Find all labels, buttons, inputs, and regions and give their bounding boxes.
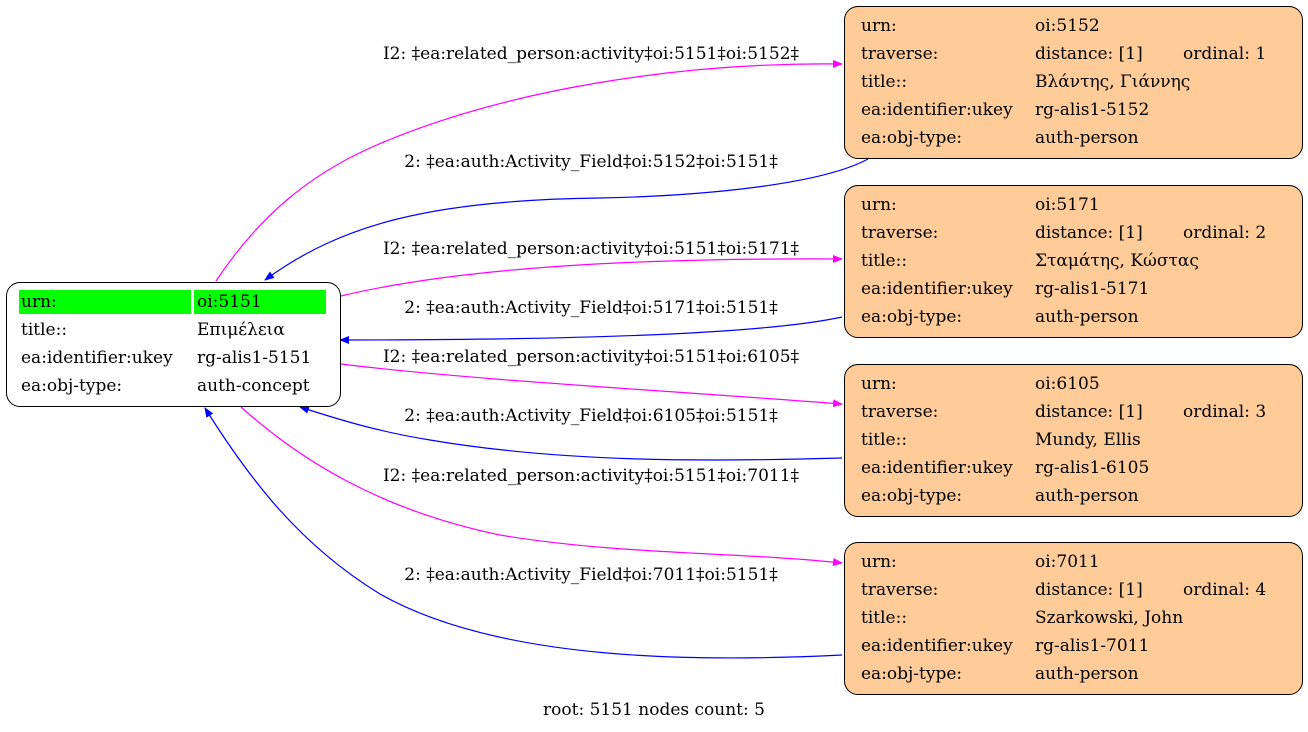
- child-ordinal: ordinal: 4: [1183, 580, 1267, 600]
- child-traverse-key: traverse:: [861, 402, 939, 422]
- child-distance: distance: [1]: [1035, 580, 1143, 600]
- root-title-value: Επιμέλεια: [197, 320, 285, 340]
- edge-out-6105: [340, 363, 843, 408]
- child-title-key: title::: [861, 72, 908, 92]
- root-ukey-key: ea:identifier:ukey: [21, 348, 173, 368]
- child-urn-value: oi:5152: [1035, 16, 1100, 36]
- child-node-6105[interactable]: urn: oi:6105 traverse: distance: [1] ord…: [844, 364, 1303, 517]
- child-ukey-key: ea:identifier:ukey: [861, 458, 1013, 478]
- child-title-value: Mundy, Ellis: [1035, 430, 1141, 450]
- child-traverse-key: traverse:: [861, 580, 939, 600]
- child-distance: distance: [1]: [1035, 402, 1143, 422]
- child-distance: distance: [1]: [1035, 223, 1143, 243]
- child-type-key: ea:obj-type:: [861, 307, 963, 327]
- child-ukey-key: ea:identifier:ukey: [861, 279, 1013, 299]
- edge-out-label-7011: I2: ‡ea:related_person:activity‡oi:5151‡…: [383, 466, 800, 486]
- edge-in-label-7011: 2: ‡ea:auth:Activity_Field‡oi:7011‡oi:51…: [404, 565, 778, 585]
- child-urn-value: oi:5171: [1035, 195, 1100, 215]
- child-urn-value: oi:6105: [1035, 374, 1100, 394]
- child-traverse-key: traverse:: [861, 44, 939, 64]
- edge-out-label-5152: I2: ‡ea:related_person:activity‡oi:5151‡…: [383, 44, 800, 64]
- edge-out-label-6105: I2: ‡ea:related_person:activity‡oi:5151‡…: [383, 347, 800, 367]
- child-ukey-value: rg-alis1-5152: [1035, 100, 1150, 120]
- graph-footer: root: 5151 nodes count: 5: [543, 700, 765, 720]
- child-urn-key: urn:: [861, 374, 897, 394]
- child-ukey-value: rg-alis1-5171: [1035, 279, 1150, 299]
- edge-out-label-5171: I2: ‡ea:related_person:activity‡oi:5151‡…: [383, 239, 800, 259]
- child-ukey-key: ea:identifier:ukey: [861, 636, 1013, 656]
- child-ukey-key: ea:identifier:ukey: [861, 100, 1013, 120]
- root-ukey-value: rg-alis1-5151: [197, 348, 312, 368]
- child-traverse-key: traverse:: [861, 223, 939, 243]
- child-title-key: title::: [861, 251, 908, 271]
- child-type-value: auth-person: [1035, 128, 1139, 148]
- edge-in-7011: [204, 407, 843, 659]
- root-urn-key-highlight: [19, 290, 191, 314]
- child-ukey-value: rg-alis1-6105: [1035, 458, 1150, 478]
- edge-in-label-6105: 2: ‡ea:auth:Activity_Field‡oi:6105‡oi:51…: [404, 406, 778, 426]
- child-ordinal: ordinal: 2: [1183, 223, 1267, 243]
- child-type-key: ea:obj-type:: [861, 486, 963, 506]
- root-title-key: title::: [21, 320, 68, 340]
- edge-in-5171: [339, 316, 843, 344]
- child-title-value: Σταμάτης, Κώστας: [1035, 251, 1199, 271]
- edge-out-5152: [215, 59, 843, 282]
- child-title-key: title::: [861, 608, 908, 628]
- child-ukey-value: rg-alis1-7011: [1035, 636, 1150, 656]
- child-ordinal: ordinal: 1: [1183, 44, 1267, 64]
- edge-in-6105: [299, 405, 843, 461]
- child-type-value: auth-person: [1035, 486, 1139, 506]
- child-urn-value: oi:7011: [1035, 552, 1100, 572]
- child-urn-key: urn:: [861, 16, 897, 36]
- root-urn-value: oi:5151: [197, 292, 262, 312]
- child-title-value: Szarkowski, John: [1035, 608, 1184, 628]
- root-urn-key: urn:: [21, 292, 57, 312]
- child-type-value: auth-person: [1035, 664, 1139, 684]
- root-node[interactable]: urn: oi:5151 title:: Επιμέλεια ea:identi…: [6, 282, 341, 407]
- child-distance: distance: [1]: [1035, 44, 1143, 64]
- child-node-5152[interactable]: urn: oi:5152 traverse: distance: [1] ord…: [844, 6, 1303, 159]
- edge-in-label-5152: 2: ‡ea:auth:Activity_Field‡oi:5152‡oi:51…: [404, 152, 778, 172]
- edge-in-label-5171: 2: ‡ea:auth:Activity_Field‡oi:5171‡oi:51…: [404, 298, 778, 318]
- edge-out-7011: [240, 406, 843, 567]
- child-urn-key: urn:: [861, 552, 897, 572]
- child-type-key: ea:obj-type:: [861, 128, 963, 148]
- child-node-5171[interactable]: urn: oi:5171 traverse: distance: [1] ord…: [844, 185, 1303, 338]
- root-type-key: ea:obj-type:: [21, 376, 123, 396]
- edge-in-5152: [264, 158, 869, 281]
- child-title-key: title::: [861, 430, 908, 450]
- root-type-value: auth-concept: [197, 376, 310, 396]
- child-node-7011[interactable]: urn: oi:7011 traverse: distance: [1] ord…: [844, 542, 1303, 695]
- edge-out-5171: [340, 254, 843, 297]
- root-urn-value-highlight: [194, 290, 326, 314]
- child-urn-key: urn:: [861, 195, 897, 215]
- child-type-value: auth-person: [1035, 307, 1139, 327]
- child-title-value: Βλάντης, Γιάννης: [1035, 72, 1191, 92]
- child-type-key: ea:obj-type:: [861, 664, 963, 684]
- child-ordinal: ordinal: 3: [1183, 402, 1267, 422]
